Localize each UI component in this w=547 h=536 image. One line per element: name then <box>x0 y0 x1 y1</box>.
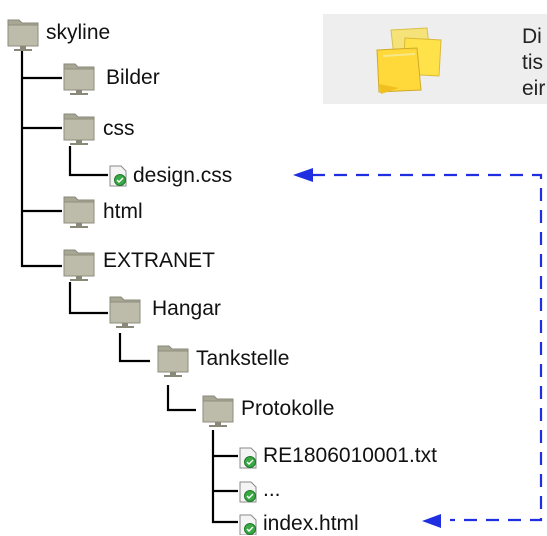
label-index-html[interactable]: index.html <box>263 512 359 535</box>
connector-hangar <box>118 333 150 363</box>
note-text: Di tis eir <box>522 24 545 102</box>
label-re1806010001[interactable]: RE1806010001.txt <box>263 444 437 467</box>
note-line-1: Di <box>522 25 542 48</box>
label-design-css[interactable]: design.css <box>133 164 233 187</box>
connector-extranet <box>68 282 108 315</box>
connector-protokolle <box>211 430 238 524</box>
label-extranet[interactable]: EXTRANET <box>103 249 216 272</box>
arrowhead-index <box>422 514 441 528</box>
label-ellipsis[interactable]: ... <box>263 478 281 501</box>
label-protokolle[interactable]: Protokolle <box>241 397 335 420</box>
label-bilder[interactable]: Bilder <box>106 66 160 89</box>
arrowhead-design <box>293 168 313 182</box>
sticky-notes-icon <box>376 27 442 94</box>
note-line-3: eir <box>522 77 546 100</box>
reference-dashed-line <box>312 173 543 522</box>
connector-design <box>68 146 108 177</box>
connector-tankstelle <box>166 385 196 412</box>
label-html[interactable]: html <box>103 200 143 223</box>
connector-root <box>20 46 62 268</box>
label-hangar[interactable]: Hangar <box>152 297 221 320</box>
info-note: Di tis eir <box>323 14 547 104</box>
label-css[interactable]: css <box>103 117 135 140</box>
label-skyline[interactable]: skyline <box>46 21 111 44</box>
label-tankstelle[interactable]: Tankstelle <box>196 347 290 370</box>
note-line-2: tis <box>522 51 543 74</box>
